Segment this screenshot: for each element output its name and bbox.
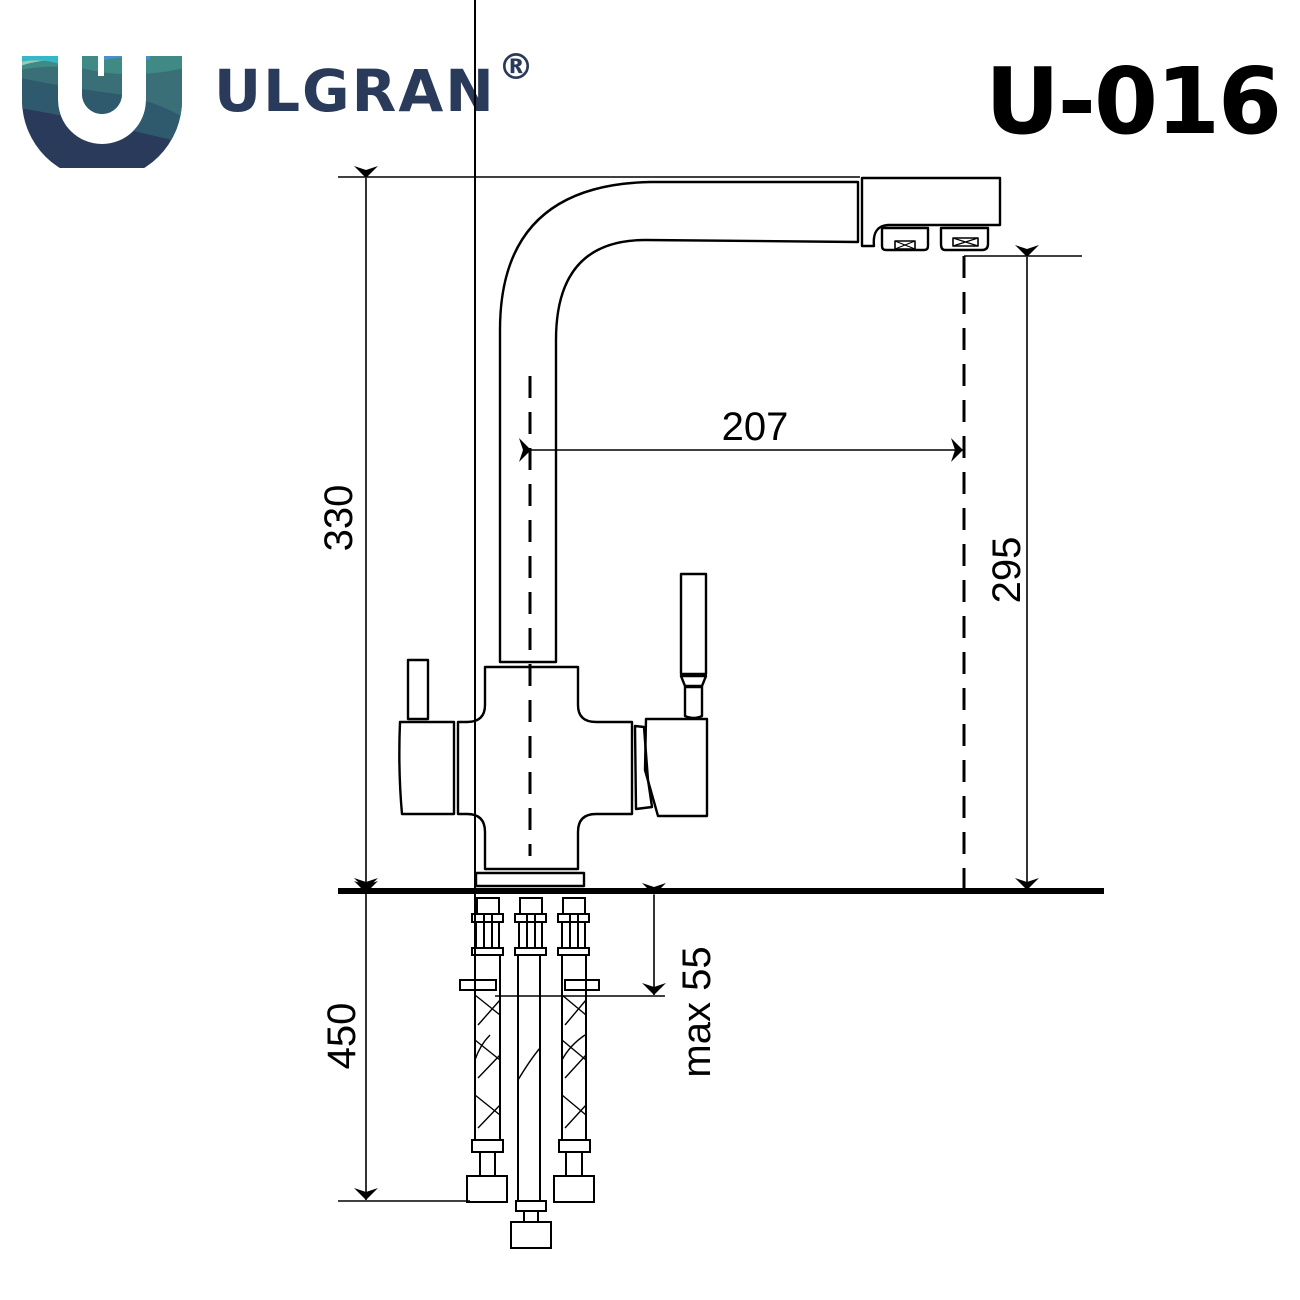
dim-spout-height: 295 xyxy=(985,537,1029,604)
right-handle-block xyxy=(643,717,709,818)
dim-hose-length: 450 xyxy=(320,1003,364,1070)
right-lever-grip xyxy=(679,572,708,676)
spout-outline xyxy=(498,180,860,664)
hose-left xyxy=(459,0,508,1203)
aerator-head xyxy=(860,176,1002,248)
left-handle-block xyxy=(398,720,456,816)
left-lever xyxy=(406,658,430,721)
outlet-nozzle-left xyxy=(880,226,930,252)
right-handle-collar xyxy=(633,724,654,811)
ulgran-logo-icon xyxy=(22,56,182,168)
registered-mark: ® xyxy=(498,47,534,88)
hose-middle xyxy=(510,897,552,1249)
hose-right xyxy=(553,897,600,1203)
base-plate xyxy=(474,871,586,888)
brand-name: ULGRAN xyxy=(214,57,496,125)
outlet-nozzle-right xyxy=(939,226,990,252)
faucet-body xyxy=(456,665,634,871)
dim-total-height: 330 xyxy=(317,485,361,552)
dim-spout-reach: 207 xyxy=(722,405,789,449)
dim-max-mount-thickness: max 55 xyxy=(675,946,719,1077)
model-code: U-016 xyxy=(985,48,1282,155)
